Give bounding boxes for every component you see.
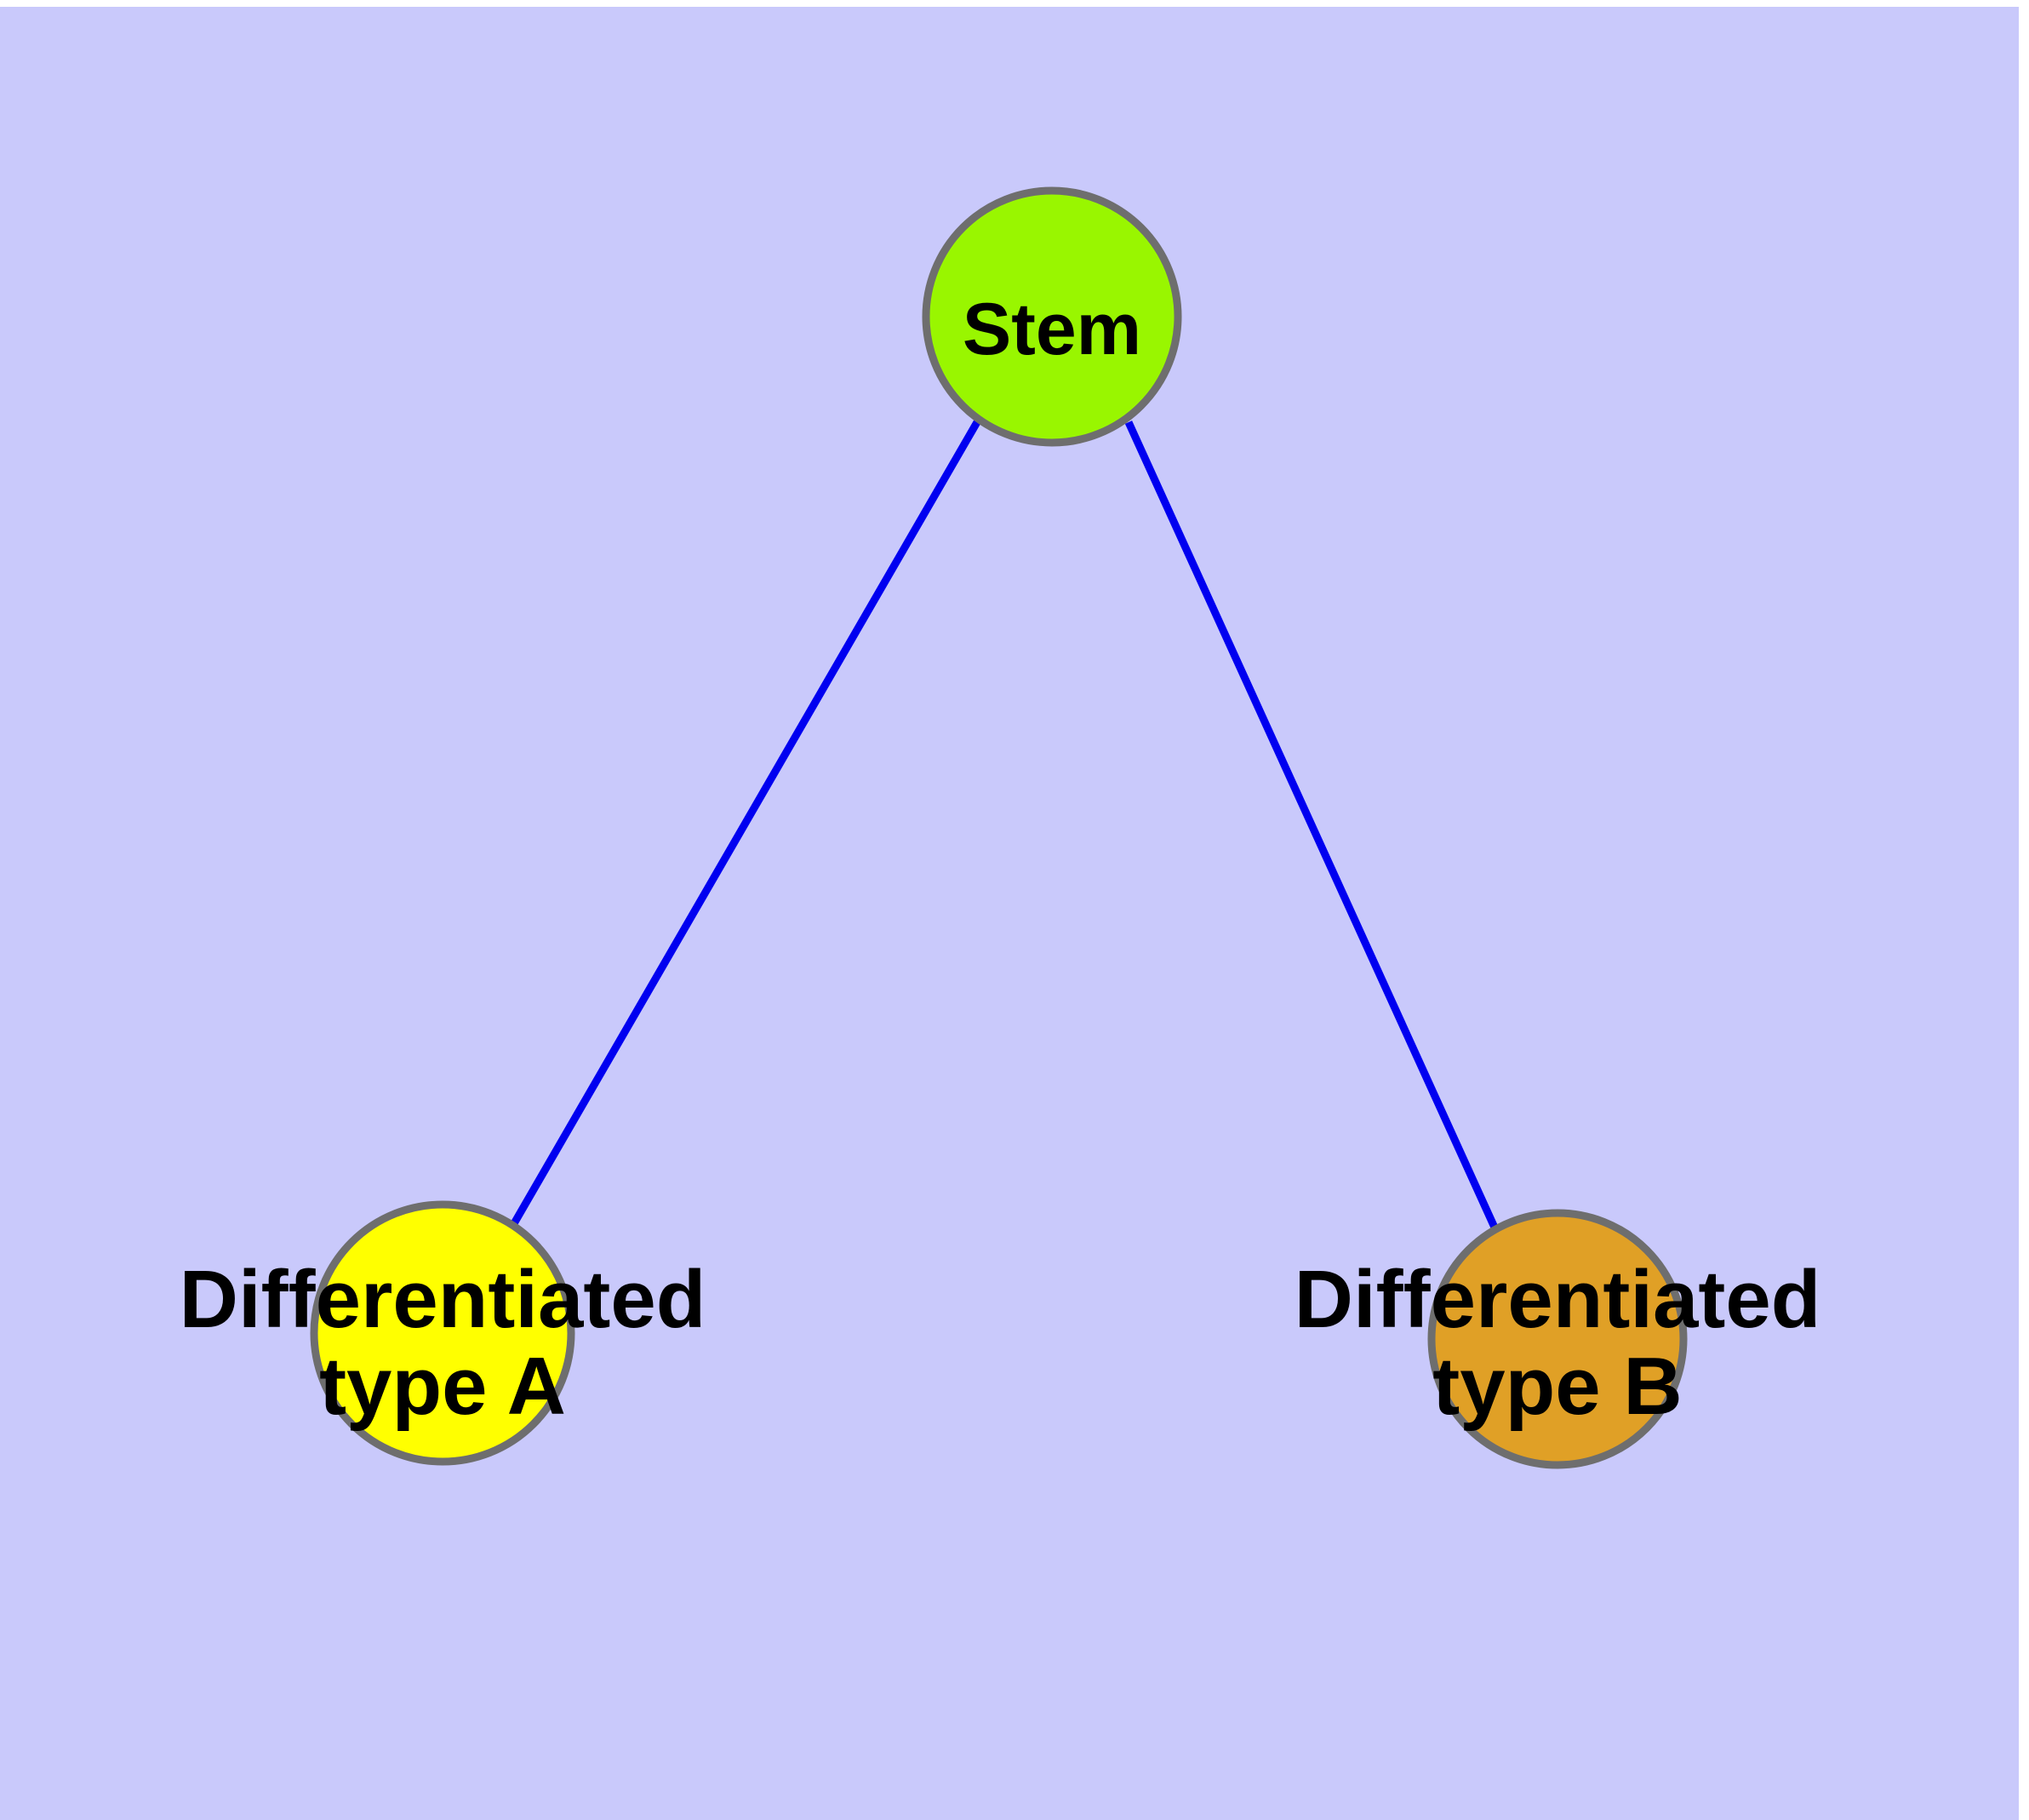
edge-layer <box>500 420 1500 1244</box>
edge-stem-to-type-a[interactable] <box>500 420 980 1244</box>
graph-svg <box>310 186 1688 1469</box>
node-stem[interactable] <box>922 186 1182 447</box>
node-differentiated-type-b[interactable] <box>1427 1209 1688 1469</box>
node-differentiated-type-a[interactable] <box>310 1200 575 1466</box>
node-layer <box>310 186 1688 1469</box>
edge-stem-to-type-b[interactable] <box>1124 421 1500 1231</box>
diagram-plot-area: Stem Differentiated type A Differentiate… <box>0 7 2019 1820</box>
